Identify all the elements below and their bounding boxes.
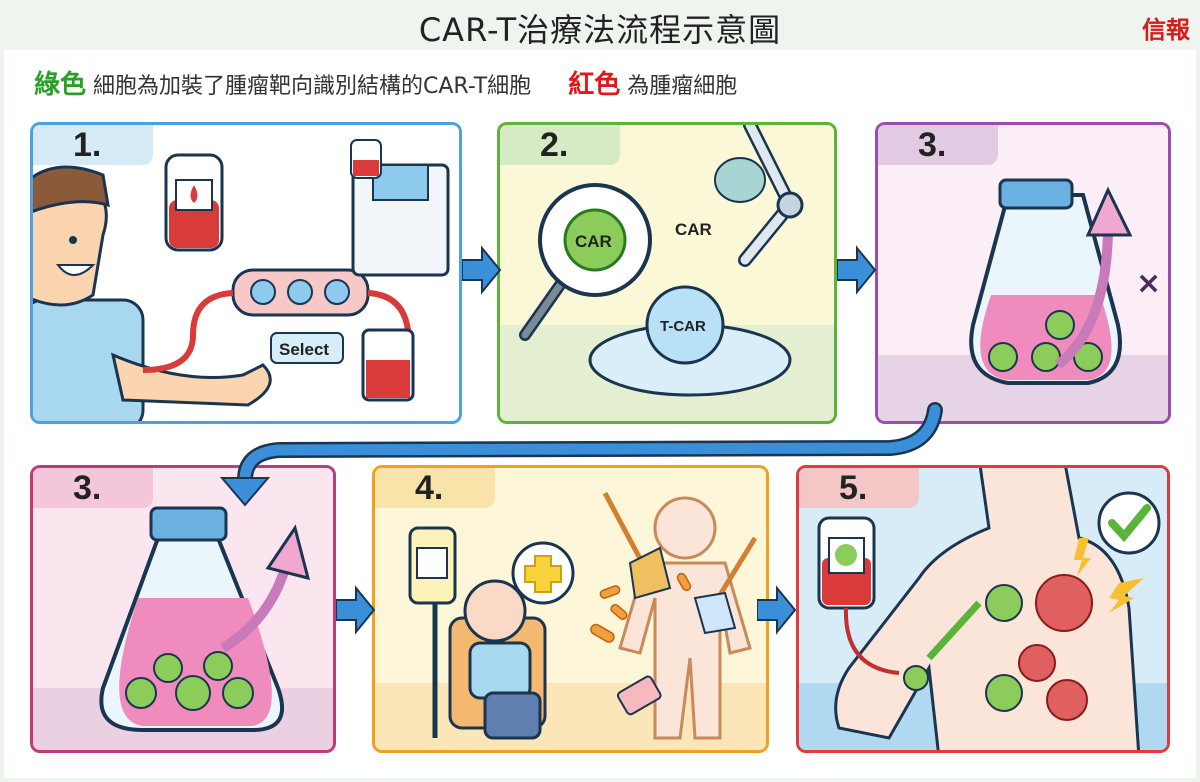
mop-icon: [693, 536, 758, 635]
flow-arrow-2-to-3: [837, 245, 877, 295]
car-t-cell-icon: [903, 584, 1023, 712]
flow-arrow-1-to-2: [462, 245, 502, 295]
t-car-cell-icon: T-CAR: [645, 285, 725, 365]
tumor-attack-illustration: [799, 468, 1167, 750]
step-number: 1.: [33, 125, 153, 165]
infusion-illustration: [375, 468, 766, 750]
expanded-culture-illustration: [33, 468, 333, 750]
blood-collection-illustration: Select: [33, 125, 459, 421]
growth-arrow-icon: [1054, 224, 1113, 369]
legend-red-desc: 為腫瘤細胞: [627, 74, 738, 99]
cell-expansion-illustration: ×: [878, 125, 1168, 421]
select-label: Select: [279, 340, 329, 359]
panel-step-1: Select 1.: [30, 122, 462, 424]
eraser-icon: [617, 675, 662, 716]
magnifier-icon: CAR: [519, 183, 652, 341]
page-title: CAR-T治療法流程示意圖: [418, 11, 782, 49]
iv-stand-icon: [408, 526, 457, 738]
lightning-icon: [1074, 538, 1144, 613]
brand-logo: 信報: [1142, 15, 1190, 44]
magnifier-car-label: CAR: [575, 232, 612, 251]
speech-bubble-icon: [714, 157, 766, 203]
legend: 綠色 細胞為加裝了腫瘤靶向識別結構的CAR-T細胞 紅色 為腫瘤細胞: [34, 64, 737, 101]
step-number: 3.: [878, 125, 998, 165]
bone-debris-icon: [590, 572, 692, 643]
apheresis-machine-icon: [350, 139, 450, 277]
broom-icon: [602, 491, 672, 600]
robot-arm-icon: [738, 125, 804, 267]
car-label: CAR: [675, 220, 712, 239]
culture-flask-icon: [99, 506, 284, 732]
step-number: 2.: [500, 125, 620, 165]
collection-container-icon: [361, 328, 415, 402]
bidirectional-arrow-icon: [926, 600, 982, 661]
medical-cross-bubble-icon: [511, 541, 575, 605]
flow-arrow-3-to-3b: [219, 402, 943, 507]
flow-arrow-4-to-5: [757, 585, 797, 635]
step-number: 3.: [33, 468, 153, 508]
legend-green-desc: 細胞為加裝了腫瘤靶向識別結構的CAR-T細胞: [93, 74, 532, 99]
car-t-bag-icon: [817, 516, 900, 675]
panel-step-3-culture: × 3.: [875, 122, 1171, 424]
blood-bag-icon: [164, 153, 224, 252]
header: CAR-T治療法流程示意圖 信報: [0, 0, 1200, 50]
panel-step-3-expanded: 3.: [30, 465, 336, 753]
patient-in-chair-icon: [448, 579, 547, 740]
step-number: 4.: [375, 468, 495, 508]
flow-arrow-3b-to-4: [336, 585, 376, 635]
checkmark-bubble-icon: [1097, 491, 1161, 555]
select-callout: Select: [270, 332, 344, 364]
panel-step-4: 4.: [372, 465, 769, 753]
panel-step-2: CAR T-CAR CAR 2.: [497, 122, 837, 424]
car-engineering-illustration: CAR T-CAR CAR: [500, 125, 834, 421]
legend-bar: [4, 50, 1196, 112]
t-car-label: T-CAR: [660, 318, 706, 335]
panel-step-5: 5.: [796, 465, 1170, 753]
legend-red-term: 紅色: [568, 70, 621, 100]
patient-icon: [33, 165, 272, 421]
tumor-cell-icon: [1018, 574, 1093, 721]
step-number: 5.: [799, 468, 919, 508]
legend-green-term: 綠色: [34, 70, 87, 100]
cell-separation-tube-icon: [142, 268, 411, 373]
multiply-icon: ×: [1136, 266, 1161, 301]
